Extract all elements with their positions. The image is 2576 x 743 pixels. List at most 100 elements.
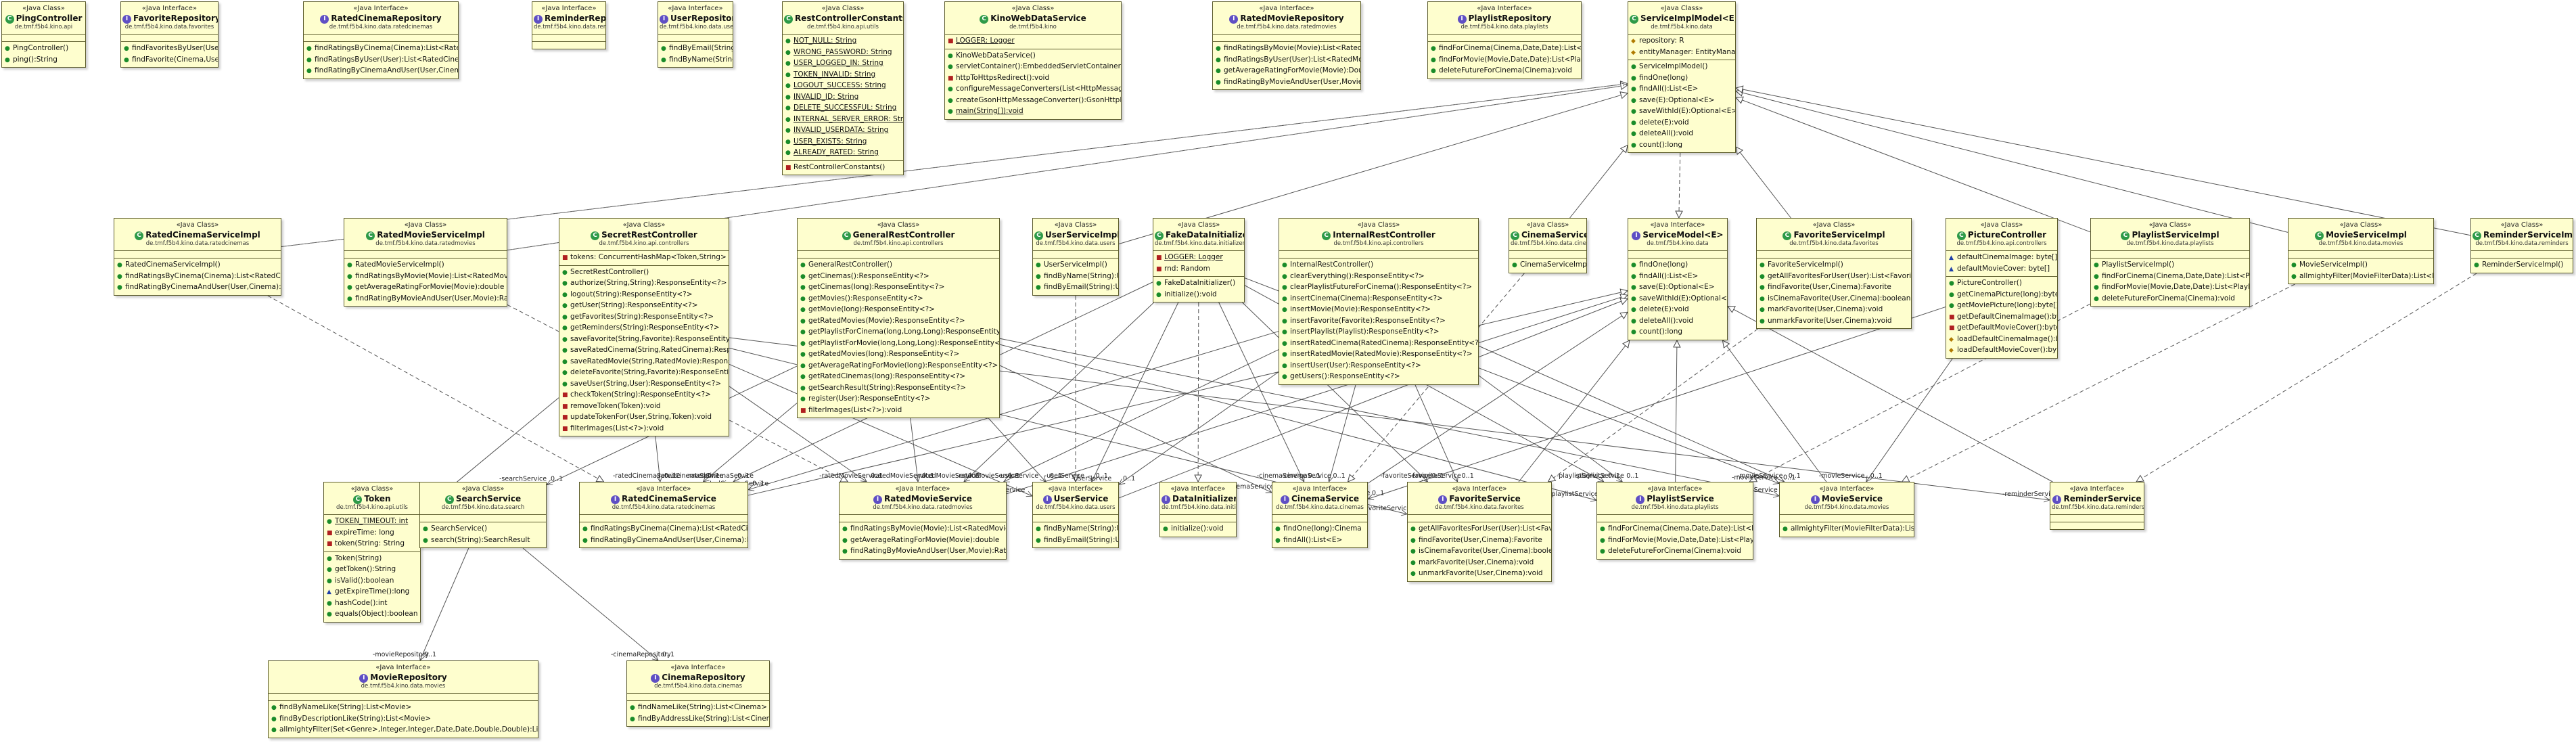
operation-text: clearEverything():ResponseEntity<?> <box>1290 271 1425 280</box>
visibility-icon: ● <box>948 86 953 93</box>
visibility-icon: ● <box>562 280 568 287</box>
generalization-edge <box>1736 147 1791 219</box>
operation-row: ●isCinemaFavorite(User,Cinema):boolean <box>1760 294 1910 305</box>
visibility-icon: ● <box>1949 302 1954 309</box>
class-package: de.tmf.f5b4.kino.data.favorites <box>1789 240 1879 247</box>
visibility-icon: ● <box>562 380 568 388</box>
class-package: de.tmf.f5b4.kino.api.controllers <box>1333 240 1424 247</box>
operation-row: ●findByEmail(String):User <box>661 43 733 55</box>
visibility-icon: ● <box>800 307 806 313</box>
operation-text: servletContainer():EmbeddedServletContai… <box>956 62 1121 70</box>
operation-text: deleteFavorite(String,Favorite):Response… <box>570 368 729 376</box>
class-package: de.tmf.f5b4.kino.data.favorites <box>124 24 214 30</box>
interface-icon: I <box>1280 495 1289 504</box>
operations-compartment: ●SearchService()●search(String):SearchRe… <box>420 522 546 547</box>
operation-text: loadDefaultCinemaImage():byte[] <box>1957 334 2057 343</box>
uml-class-service-impl-model-ie[interactable]: «Java Class»CServiceImplModel<E,R>de.tmf… <box>1628 1 1736 153</box>
association-edge <box>522 547 658 660</box>
attributes-compartment: ●NOT_NULL: String●WRONG_PASSWORD: String… <box>783 35 903 161</box>
uml-class-reminder-repository[interactable]: «Java Interface»IReminderRepositoryde.tm… <box>532 1 606 49</box>
operation-text: findForMovie(Movie,Date,Date):List<Playl… <box>1608 535 1753 544</box>
edge-multiplicity-label: 0..1 <box>968 472 980 480</box>
visibility-icon: ● <box>1282 273 1287 280</box>
visibility-icon: ● <box>1631 64 1636 70</box>
class-stereotype: «Java Interface» <box>1819 485 1874 493</box>
operation-text: httpToHttpsRedirect():void <box>956 73 1050 82</box>
visibility-icon: ● <box>785 127 791 134</box>
visibility-icon: ● <box>562 347 568 354</box>
operation-text: findByEmail(String):User <box>1044 535 1118 544</box>
operation-text: FavoriteServiceImpl() <box>1768 261 1843 269</box>
operation-row: ●getSearchResult(String):ResponseEntity<… <box>800 383 996 395</box>
operation-row: ●findAll():List<E> <box>1631 84 1732 95</box>
attribute-text: INTERNAL_SERVER_ERROR: String <box>794 114 904 123</box>
class-stereotype: «Java Interface» <box>2069 485 2125 493</box>
class-stereotype: «Java Class» <box>22 5 65 12</box>
visibility-icon: ● <box>1512 262 1517 269</box>
attribute-text: INVALID_USERDATA: String <box>794 126 889 134</box>
uml-class-user-repository[interactable]: «Java Interface»IUserRepositoryde.tmf.f5… <box>658 1 733 68</box>
operation-text: findFavorite(User,Cinema):Favorite <box>1768 283 1891 291</box>
class-name: KinoWebDataService <box>990 14 1086 23</box>
edge-multiplicity-label: 0..1 <box>1626 472 1638 480</box>
edge-multiplicity-label: 0..1 <box>1870 472 1883 480</box>
class-package: de.tmf.f5b4.kino.data.playlists <box>1460 24 1548 30</box>
operations-compartment: ●ReminderServiceImpl() <box>2471 258 2573 273</box>
operation-text: Token(String) <box>335 554 382 562</box>
operation-row: ●equals(Object):boolean <box>327 609 418 621</box>
generalization-edge <box>1676 340 1677 482</box>
visibility-icon: ● <box>1631 97 1636 104</box>
association-edge <box>964 302 1155 482</box>
visibility-icon: ■ <box>1949 325 1955 332</box>
uml-class-cinema-service-impl[interactable]: «Java Class»CCinemaServiceImplde.tmf.f5b… <box>1509 218 1587 273</box>
operation-row: ●getRatedCinemas(long):ResponseEntity<?> <box>800 372 996 383</box>
interface-icon: I <box>651 674 660 683</box>
operation-text: getPlaylistForMovie(long,Long,Long):Resp… <box>808 338 1000 347</box>
operation-text: SearchService() <box>431 524 488 533</box>
operation-text: save(E):Optional<E> <box>1639 283 1715 291</box>
visibility-icon: ● <box>785 93 791 101</box>
visibility-icon: ● <box>423 537 428 544</box>
association-edge <box>1329 384 1356 482</box>
association-edge <box>999 344 1596 500</box>
class-stereotype: «Java Class» <box>2148 221 2192 229</box>
class-stereotype: «Java Interface» <box>1048 485 1103 493</box>
operation-row: ●findForCinema(Cinema,Date,Date):List<Pl… <box>1431 43 1581 55</box>
visibility-icon: ■ <box>1156 254 1162 261</box>
